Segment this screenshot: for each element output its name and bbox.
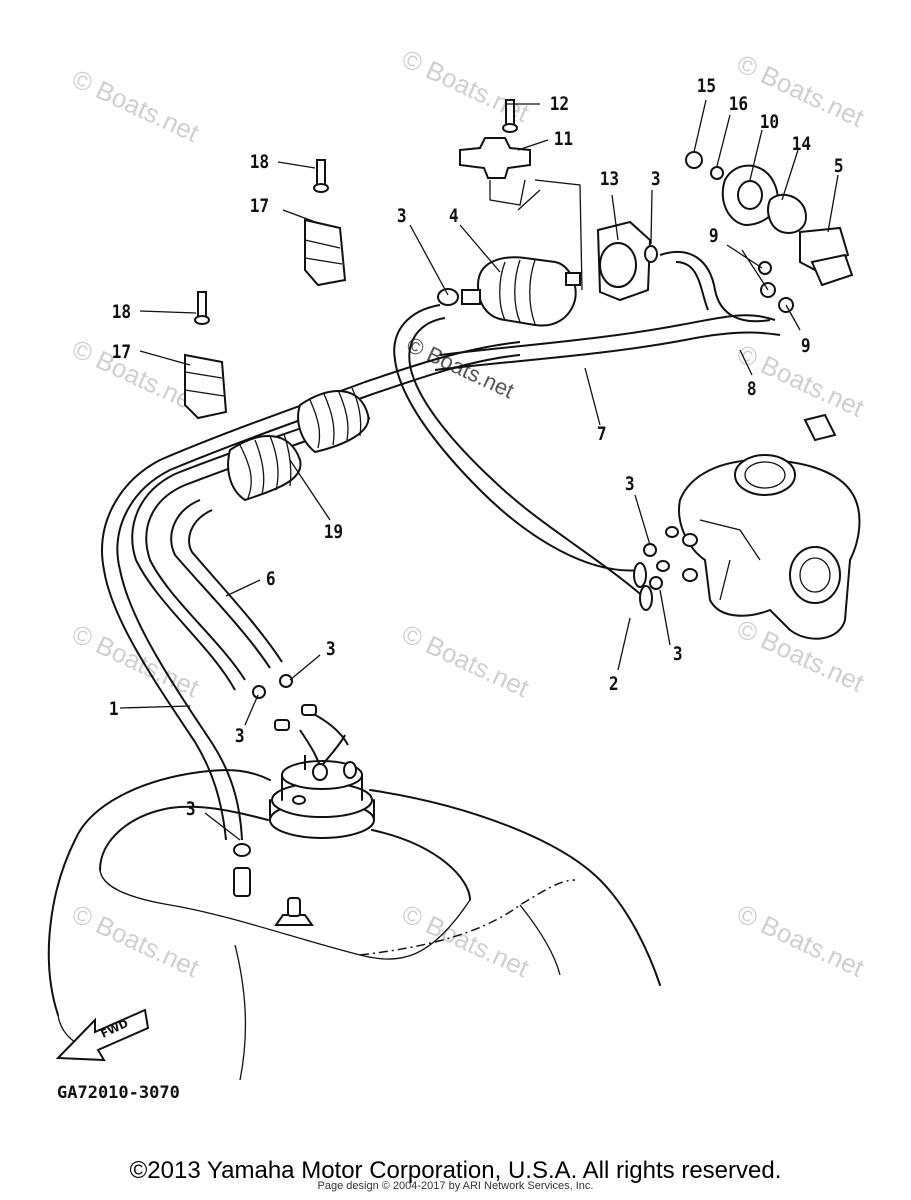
watermark: © Boats.net [67,898,204,983]
callout-8: 8 [747,379,757,401]
carburetor [656,413,861,640]
protector-19 [227,387,370,502]
forward-arrow-icon: FWD [55,1008,150,1062]
copyright-notice: ©2013 Yamaha Motor Corporation, U.S.A. A… [129,1157,782,1184]
watermark: © Boats.net [732,48,869,133]
fuel-filter-4 [437,256,581,327]
watermark: © Boats.net [397,898,534,983]
callout-3-bracket: 3 [651,169,661,191]
callout-19: 19 [324,522,343,544]
callout-11: 11 [554,129,573,151]
callout-7: 7 [597,424,607,446]
watermark: © Boats.net [397,618,534,703]
diagram-part-code: GA72010-3070 [57,1083,180,1103]
filter-bracket-13 [596,220,652,302]
watermark: © Boats.net [67,63,204,148]
callouts: 12 11 18 17 18 17 3 4 13 3 15 16 10 14 5… [109,76,844,821]
watermark: © Boats.net [732,898,869,983]
callout-1: 1 [109,699,119,721]
callout-5: 5 [834,156,844,178]
tank-fittings [233,843,314,926]
callout-17-left: 17 [112,342,131,364]
watermark: © Boats.net [67,618,204,703]
callout-15: 15 [697,76,716,98]
callout-3-tank: 3 [186,799,196,821]
callout-9-right: 9 [801,336,811,358]
callout-14: 14 [792,134,811,156]
fuel-cock-assembly [685,151,854,313]
callout-3-filter: 3 [397,206,407,228]
hoses-2-7-8 [393,250,781,611]
callout-3-carb-top: 3 [625,474,635,496]
callout-3-carb-bottom: 3 [673,644,683,666]
tank-fuel-unit [269,704,375,839]
callout-4: 4 [449,206,459,228]
callout-3-hose-left: 3 [235,726,245,748]
callout-18-left: 18 [112,302,131,324]
callout-6: 6 [266,569,276,591]
callout-18-top: 18 [250,152,269,174]
watermark: © Boats.net [67,333,204,418]
clamps [184,159,347,420]
callout-13: 13 [600,169,619,191]
hose-clips [252,245,663,699]
page-design-credit: Page design © 2004-2017 by ARI Network S… [317,1180,594,1192]
fuel-system-diagram: © Boats.net © Boats.net © Boats.net © Bo… [47,43,869,1103]
leader-lines [119,99,839,841]
callout-3-hose-top: 3 [326,639,336,661]
callout-10: 10 [760,112,779,134]
bracket-11 [459,99,583,291]
callout-12: 12 [550,94,569,116]
callout-9-left: 9 [709,226,719,248]
callout-17-top: 17 [250,196,269,218]
callout-16: 16 [729,94,748,116]
callout-2: 2 [609,674,619,696]
